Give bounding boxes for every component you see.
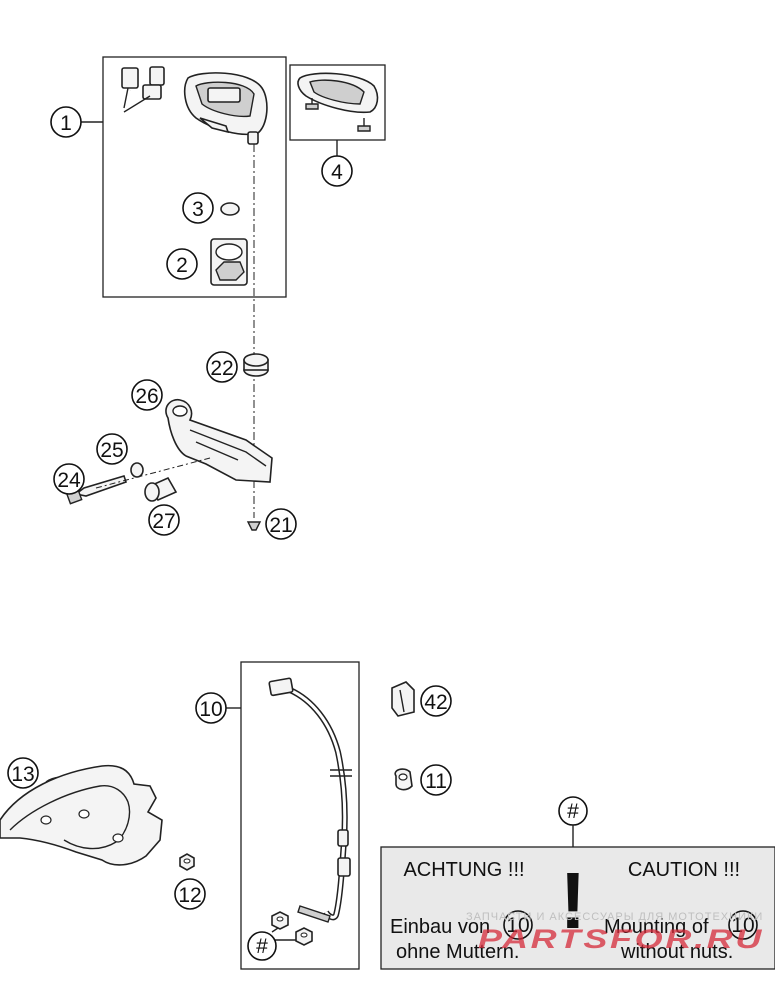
- callout-11-label: 11: [425, 770, 447, 793]
- callout-4: [321, 155, 353, 187]
- grommet-22: [243, 353, 269, 377]
- callout-11: [420, 764, 452, 796]
- kit-box-10: [240, 661, 360, 970]
- caution-ref-de: [503, 910, 533, 940]
- callout-12-label: 12: [178, 884, 201, 907]
- caution-ref-de-label: 10: [506, 914, 529, 937]
- callout-3-label: 3: [192, 198, 204, 221]
- caution-box: [380, 846, 775, 970]
- speed-sensor-cable: [268, 677, 352, 923]
- connector: [149, 66, 165, 86]
- callout-hash-cable: [247, 931, 277, 961]
- callout-3: [182, 192, 214, 224]
- callout-42-label: 42: [424, 691, 447, 714]
- callout-10: [195, 692, 227, 724]
- callout-2: [166, 248, 198, 280]
- speedometer-bracket: [165, 398, 273, 483]
- callout-2-label: 2: [176, 254, 188, 277]
- caution-heading-de: ACHTUNG !!!: [403, 859, 524, 881]
- screw-21: [246, 521, 262, 531]
- caution-ref-en: [728, 910, 758, 940]
- callout-22: [206, 351, 238, 383]
- callout-4-label: 4: [331, 161, 343, 184]
- caution-ref-en-label: 10: [731, 914, 754, 937]
- caution-line2-en: without nuts.: [620, 941, 733, 963]
- cable-clip-42: [391, 681, 415, 717]
- cable-clamp-11: [394, 768, 413, 791]
- watermark-caption: ЗАПЧАСТИ И АКСЕССУАРЫ ДЛЯ МОТОТЕХНИКИ: [466, 911, 763, 923]
- caution-heading-en: CAUTION !!!: [628, 859, 740, 881]
- watermark: ЗАПЧАСТИ И АКСЕССУАРЫ ДЛЯ МОТОТЕХНИКИ PA…: [466, 911, 764, 954]
- spacer-27: [144, 476, 178, 502]
- callout-25-label: 25: [100, 439, 123, 462]
- callout-12: [174, 878, 206, 910]
- callout-21-label: 21: [269, 514, 292, 537]
- callout-22-label: 22: [210, 357, 233, 380]
- kit-box-1: [102, 56, 287, 298]
- callout-hash-label: #: [256, 935, 268, 958]
- caution-hash-label: #: [567, 800, 579, 823]
- callout-10-label: 10: [199, 698, 222, 721]
- speedometer-cover: [297, 72, 379, 132]
- brake-disc-segment: [0, 764, 163, 866]
- seal-part: [220, 202, 240, 216]
- caution-line2-de: ohne Muttern.: [396, 941, 519, 963]
- caution-line1-de: Einbau von: [390, 916, 490, 938]
- callout-25: [96, 433, 128, 465]
- callout-42: [420, 685, 452, 717]
- callout-27-label: 27: [152, 510, 175, 533]
- connector: [142, 84, 162, 100]
- callout-13-label: 13: [11, 763, 34, 786]
- connector: [121, 67, 139, 89]
- callout-26: [131, 379, 163, 411]
- caution-line1-en: Mounting of: [604, 916, 709, 938]
- speedometer-unit: [183, 72, 268, 145]
- exclamation-icon: !: [560, 856, 587, 945]
- callout-13: [7, 757, 39, 789]
- caution-note: # ACHTUNG !!! CAUTION !!! ! Einbau von 1…: [380, 796, 775, 970]
- callout-27: [148, 504, 180, 536]
- nuts: [271, 911, 313, 946]
- speedometer-harness: [112, 66, 232, 170]
- callout-1-label: 1: [60, 112, 72, 135]
- callout-1: [50, 106, 82, 138]
- callout-24: [53, 463, 85, 495]
- watermark-brand: PARTSFOR.RU: [478, 924, 764, 954]
- callout-21: [265, 508, 297, 540]
- callout-24-label: 24: [57, 469, 81, 492]
- callout-26-label: 26: [135, 385, 158, 408]
- washer-25: [130, 462, 144, 478]
